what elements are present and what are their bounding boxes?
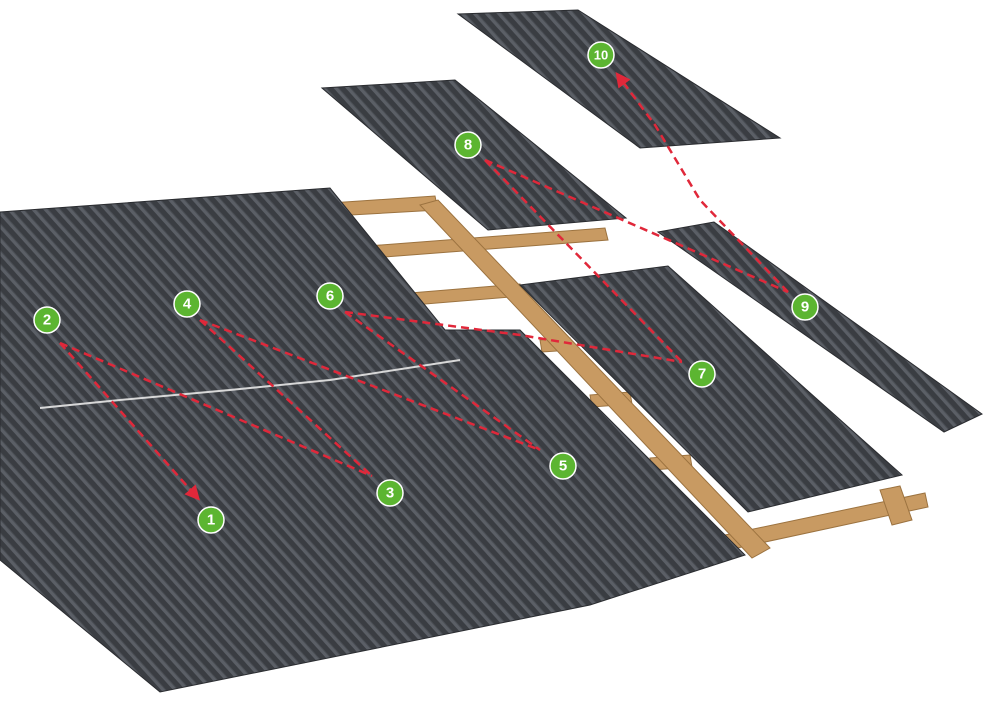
sheet-lower-group — [0, 187, 746, 693]
sheet-9 — [656, 221, 983, 433]
step-badge-1: 1 — [197, 506, 225, 534]
step-badge-3: 3 — [376, 479, 404, 507]
sheet-7 — [518, 265, 904, 513]
step-number: 6 — [326, 288, 334, 305]
step-number: 3 — [386, 485, 394, 502]
wooden-battens — [329, 195, 929, 559]
roof-sheets — [0, 9, 983, 693]
step-badge-2: 2 — [33, 306, 61, 334]
step-badge-5: 5 — [549, 452, 577, 480]
step-number: 1 — [207, 512, 215, 529]
step-badge-6: 6 — [316, 282, 344, 310]
step-number: 5 — [559, 458, 567, 475]
step-badges: 1 2 3 4 5 6 7 8 9 10 — [33, 41, 819, 534]
step-badge-7: 7 — [688, 360, 716, 388]
step-number: 9 — [801, 299, 809, 316]
step-badge-9: 9 — [791, 293, 819, 321]
step-number: 2 — [43, 312, 51, 329]
step-badge-8: 8 — [454, 131, 482, 159]
step-number: 4 — [183, 296, 192, 313]
step-badge-4: 4 — [173, 290, 201, 318]
step-number: 10 — [594, 48, 608, 63]
step-badge-10: 10 — [587, 41, 615, 69]
step-number: 7 — [698, 366, 706, 383]
sheet-overlap-line — [39, 359, 461, 409]
step-number: 8 — [464, 137, 472, 154]
sequence-arrows — [59, 71, 789, 501]
